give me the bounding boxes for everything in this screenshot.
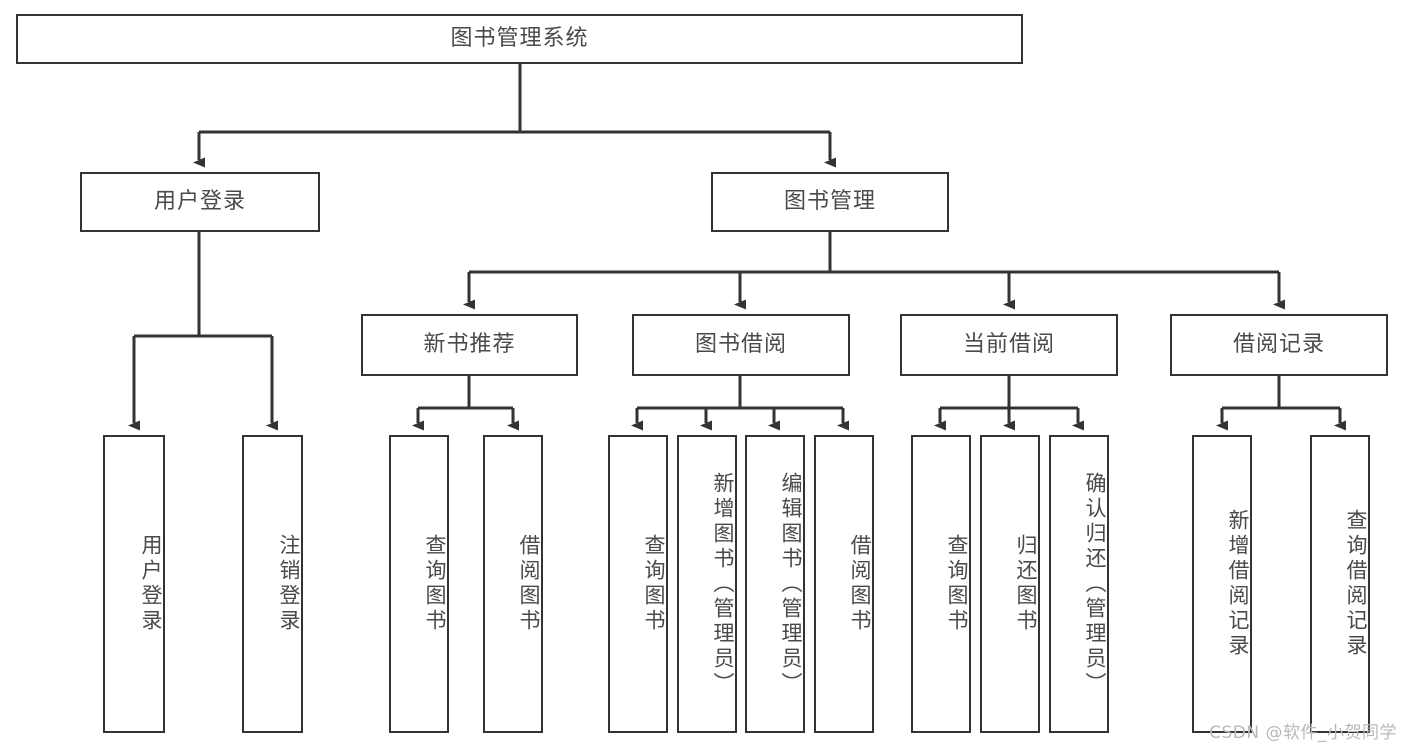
node-label: 图书借阅 [694, 331, 787, 357]
node-leaf-logout-login[interactable]: 注销登录 [242, 435, 303, 733]
node-leaf-current-return-book[interactable]: 归还图书 [980, 435, 1040, 733]
node-label: 新增借阅记录 [1226, 509, 1250, 659]
node-leaf-recommend-query-book[interactable]: 查询图书 [389, 435, 449, 733]
node-label: 当前借阅 [962, 331, 1055, 357]
node-label: 用户登录 [139, 534, 163, 634]
node-label: 新增图书（管理员） [711, 471, 735, 697]
node-leaf-recommend-borrow-book[interactable]: 借阅图书 [483, 435, 543, 733]
node-leaf-record-add-borrow-record[interactable]: 新增借阅记录 [1192, 435, 1252, 733]
node-new-book-recommend[interactable]: 新书推荐 [361, 314, 578, 376]
node-leaf-borrow-borrow-book[interactable]: 借阅图书 [814, 435, 874, 733]
node-label: 图书管理 [783, 188, 876, 214]
node-label: 归还图书 [1014, 534, 1038, 634]
node-leaf-current-confirm-return-admin[interactable]: 确认归还（管理员） [1049, 435, 1109, 733]
node-label: 查询图书 [642, 534, 666, 634]
node-label: 用户登录 [153, 188, 246, 214]
node-leaf-user-login[interactable]: 用户登录 [103, 435, 165, 733]
node-label: 图书管理系统 [450, 25, 589, 51]
node-label: 编辑图书（管理员） [779, 471, 803, 697]
node-borrow-record[interactable]: 借阅记录 [1170, 314, 1388, 376]
node-label: 借阅图书 [848, 534, 872, 634]
node-user-login[interactable]: 用户登录 [80, 172, 320, 232]
node-leaf-current-query-book[interactable]: 查询图书 [911, 435, 971, 733]
node-leaf-borrow-add-book-admin[interactable]: 新增图书（管理员） [677, 435, 737, 733]
node-leaf-borrow-query-book[interactable]: 查询图书 [608, 435, 668, 733]
node-label: 确认归还（管理员） [1083, 471, 1107, 697]
node-current-borrow[interactable]: 当前借阅 [900, 314, 1118, 376]
node-leaf-record-query-borrow-record[interactable]: 查询借阅记录 [1310, 435, 1370, 733]
node-leaf-borrow-edit-book-admin[interactable]: 编辑图书（管理员） [745, 435, 805, 733]
node-label: 借阅记录 [1232, 331, 1325, 357]
node-label: 查询图书 [423, 534, 447, 634]
csdn-watermark: CSDN @软件_小贺同学 [1209, 723, 1397, 743]
node-root-book-management-system[interactable]: 图书管理系统 [16, 14, 1023, 64]
node-label: 新书推荐 [423, 331, 516, 357]
node-book-management[interactable]: 图书管理 [711, 172, 949, 232]
node-label: 注销登录 [277, 534, 301, 634]
node-book-borrow[interactable]: 图书借阅 [632, 314, 850, 376]
node-label: 查询借阅记录 [1344, 509, 1368, 659]
node-label: 借阅图书 [517, 534, 541, 634]
node-label: 查询图书 [945, 534, 969, 634]
